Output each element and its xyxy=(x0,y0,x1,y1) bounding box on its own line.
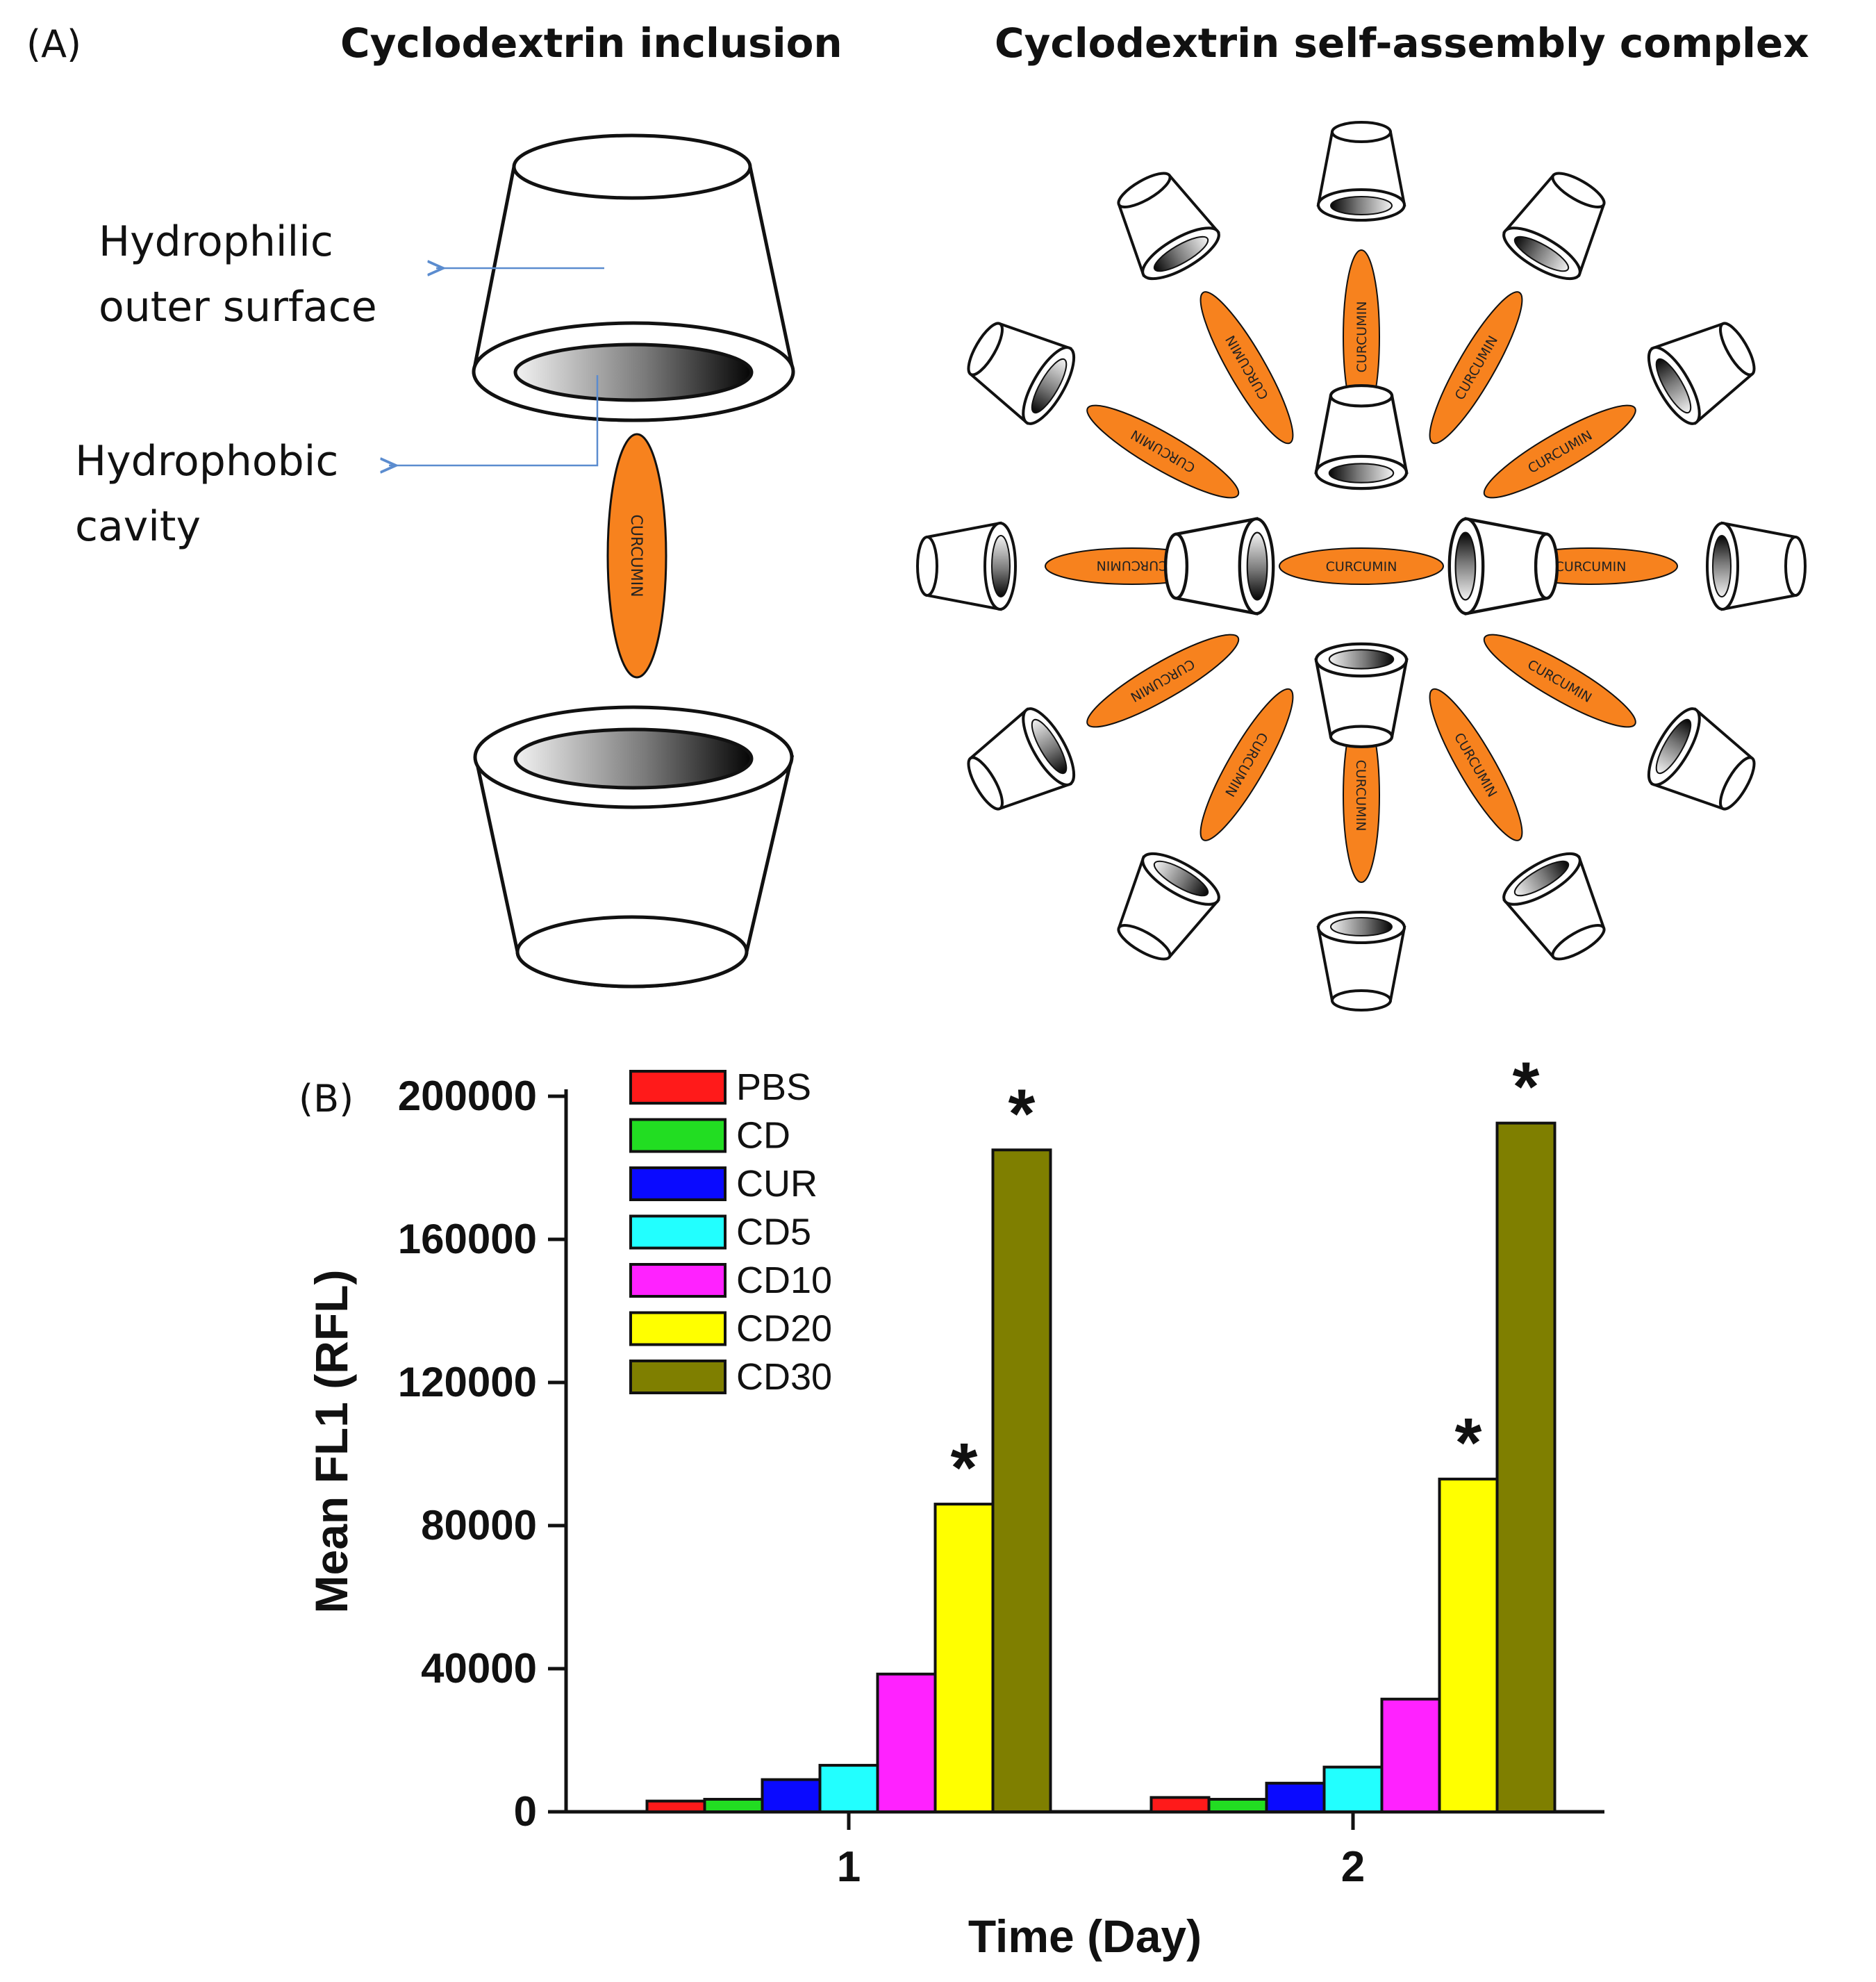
curcumin-label: CURCUMIN xyxy=(1354,302,1370,373)
curcumin-guest-ring: CURCUMIN xyxy=(1200,291,1294,445)
curcumin-label-left: CURCUMIN xyxy=(627,514,645,597)
curcumin-guest-ring: CURCUMIN xyxy=(1200,688,1294,841)
legend-label: CD5 xyxy=(736,1212,811,1253)
right-title: Cyclodextrin self-assembly complex xyxy=(995,19,1809,67)
cyclodextrin-cup-ring xyxy=(1117,172,1220,281)
curcumin-guest-ring: CURCUMIN xyxy=(1429,688,1523,841)
curcumin-guest-ring: CURCUMIN xyxy=(1483,634,1636,728)
legend-label: CD xyxy=(736,1115,790,1157)
y-axis-label: Mean FL1 (RFL) xyxy=(306,1270,357,1614)
bar xyxy=(761,1778,822,1813)
bar xyxy=(933,1503,995,1814)
bar xyxy=(645,1799,706,1814)
curcumin-guest-ring: CURCUMIN xyxy=(1086,404,1240,499)
cavity-top xyxy=(513,342,754,402)
curcumin-label: CURCUMIN xyxy=(1555,559,1627,575)
inclusion-illustration xyxy=(472,133,795,989)
bar xyxy=(1322,1765,1384,1813)
cyclodextrin-cup-center xyxy=(1314,642,1409,749)
x-axis-label: Time (Day) xyxy=(968,1910,1202,1962)
cyclodextrin-cup-ring xyxy=(1117,852,1220,961)
cyclodextrin-cup-ring xyxy=(1316,121,1406,222)
bar xyxy=(1495,1121,1557,1813)
bar xyxy=(1265,1781,1326,1814)
cyclodextrin-cup-ring xyxy=(967,707,1076,811)
significance-marker: * xyxy=(951,1429,978,1507)
central-cluster: CURCUMIN xyxy=(1163,383,1559,749)
curcumin-label: CURCUMIN xyxy=(1326,559,1397,575)
curcumin-guest-ring: CURCUMIN xyxy=(1429,291,1523,445)
legend-swatch xyxy=(629,1118,727,1153)
cyclodextrin-cup-center xyxy=(1314,383,1409,490)
legend-label: CUR xyxy=(736,1163,817,1205)
y-tick-label: 80000 xyxy=(421,1502,537,1549)
legend-label: PBS xyxy=(736,1066,811,1108)
hydrophobic-label-line2: cavity xyxy=(75,502,201,551)
cyclodextrin-cup-center xyxy=(1447,517,1559,616)
cyclodextrin-cup-ring xyxy=(916,521,1017,611)
bar xyxy=(818,1764,879,1814)
legend-swatch xyxy=(629,1263,727,1298)
y-tick-label: 120000 xyxy=(398,1359,537,1405)
cyclodextrin-cup-ring xyxy=(967,322,1076,425)
legend-label: CD10 xyxy=(736,1260,832,1301)
curcumin-label: CURCUMIN xyxy=(1097,558,1168,573)
cyclodextrin-cup-center xyxy=(1163,517,1275,616)
legend-label: CD30 xyxy=(736,1356,832,1398)
bar xyxy=(876,1672,937,1814)
cyclodextrin-cup-ring xyxy=(1502,852,1606,961)
legend-swatch xyxy=(629,1214,727,1250)
panel-b: (B) 0 40000 80000 120000 160000 200000 1 2 * * * * P… xyxy=(299,1048,1604,1962)
bar-chart: 0 40000 80000 120000 160000 200000 1 2 * * * * PBS CD… xyxy=(306,1048,1604,1962)
curcumin-guest-ring: CURCUMIN xyxy=(1483,404,1636,499)
left-title: Cyclodextrin inclusion xyxy=(340,19,842,67)
cyclodextrin-cup-ring xyxy=(1502,172,1606,281)
panel-a: (A) Cyclodextrin inclusion Cyclodextrin … xyxy=(26,19,1809,1011)
cyclodextrin-cup-ring xyxy=(1647,322,1756,425)
hydrophilic-label-line2: outer surface xyxy=(99,283,377,331)
bar xyxy=(1380,1697,1441,1813)
curcumin-guest-center: CURCUMIN xyxy=(1279,547,1444,585)
x-tick-label: 1 xyxy=(837,1843,861,1891)
legend-swatch xyxy=(629,1311,727,1346)
y-tick-label: 200000 xyxy=(398,1073,537,1119)
panel-b-label: (B) xyxy=(299,1077,354,1121)
bar xyxy=(991,1148,1052,1813)
cyclodextrin-cup-top xyxy=(472,133,795,422)
y-tick-label: 160000 xyxy=(398,1216,537,1262)
x-tick-label: 2 xyxy=(1341,1843,1365,1891)
bar xyxy=(1438,1478,1499,1814)
bar xyxy=(1207,1797,1268,1814)
y-tick-label: 0 xyxy=(514,1788,537,1835)
cyclodextrin-cup-ring xyxy=(1316,911,1406,1011)
legend-swatch xyxy=(629,1070,727,1105)
y-tick-label: 40000 xyxy=(421,1645,537,1692)
curcumin-label: CURCUMIN xyxy=(1353,760,1368,832)
bar xyxy=(1149,1796,1211,1813)
hydrophobic-arrow xyxy=(389,375,599,465)
significance-marker: * xyxy=(1455,1404,1482,1482)
legend-swatch xyxy=(629,1166,727,1201)
curcumin-guest-left xyxy=(606,433,667,679)
hydrophilic-label-line1: Hydrophilic xyxy=(99,217,333,266)
cavity-bottom xyxy=(513,727,754,790)
legend-swatch xyxy=(629,1360,727,1394)
panel-a-label: (A) xyxy=(26,22,81,66)
cyclodextrin-cup-bottom xyxy=(473,705,795,989)
cyclodextrin-cup-ring xyxy=(1647,707,1756,811)
hydrophobic-label-line1: Hydrophobic xyxy=(75,437,338,486)
bar xyxy=(703,1797,764,1814)
annotation-arrows xyxy=(389,268,604,465)
cyclodextrin-cup-ring xyxy=(1706,521,1807,611)
curcumin-guest-ring: CURCUMIN xyxy=(1086,634,1240,728)
legend-label: CD20 xyxy=(736,1308,832,1350)
significance-marker: * xyxy=(1513,1048,1540,1126)
significance-marker: * xyxy=(1008,1075,1036,1153)
